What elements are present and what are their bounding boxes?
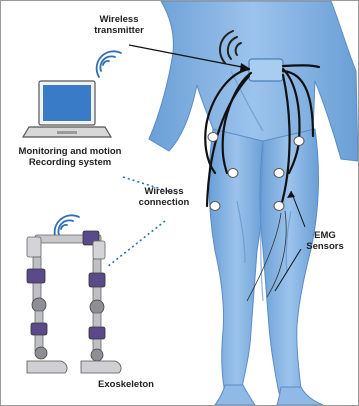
label-line: Recording system (7, 157, 133, 168)
label-line: Wireless (119, 186, 209, 197)
left-foot (215, 385, 255, 405)
exoskeleton-device (27, 215, 121, 373)
emg-sensor (228, 169, 238, 178)
right-foot (277, 387, 323, 405)
right-leg (260, 129, 318, 393)
label-line: connection (119, 197, 209, 208)
label-wireless-connection: Wireless connection (119, 186, 209, 208)
emg-sensor (294, 137, 304, 146)
label-line: Monitoring and motion (7, 146, 133, 157)
emg-sensor (274, 169, 284, 178)
laptop-wifi-icon (97, 51, 121, 77)
laptop-icon (23, 81, 111, 137)
label-line: Sensors (295, 241, 355, 252)
wireless-transmitter-device (249, 59, 283, 81)
label-wireless-transmitter: Wireless transmitter (71, 14, 167, 36)
label-line: transmitter (71, 25, 167, 36)
emg-sensor (208, 133, 218, 142)
emg-sensor (210, 202, 220, 211)
label-line: Wireless (71, 14, 167, 25)
label-monitoring-system: Monitoring and motion Recording system (7, 146, 133, 168)
label-line: EMG (295, 230, 355, 241)
label-exoskeleton: Exoskeleton (81, 379, 171, 390)
label-emg-sensors: EMG Sensors (295, 230, 355, 252)
emg-sensor (274, 202, 284, 211)
left-leg (209, 129, 264, 393)
